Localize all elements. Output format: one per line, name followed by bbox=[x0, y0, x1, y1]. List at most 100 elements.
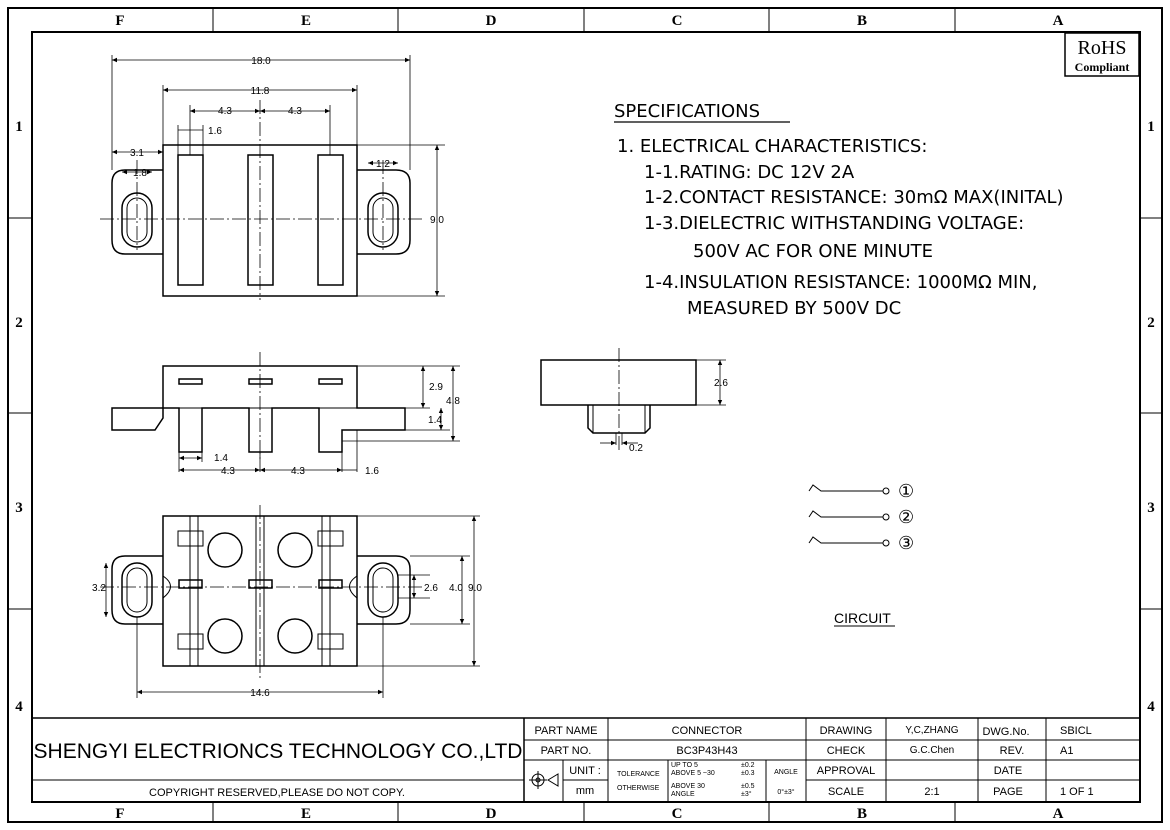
tol-range: ABOVE 30 bbox=[671, 783, 705, 790]
tol-value: ±3° bbox=[741, 790, 752, 798]
dim-label: 2.9 bbox=[429, 382, 443, 393]
col-letter-bottom-b: B bbox=[857, 806, 867, 822]
part-no-value: BC3P43H43 bbox=[676, 745, 737, 757]
unit-label: UNIT : bbox=[569, 765, 601, 777]
scale-value: 2:1 bbox=[924, 786, 939, 798]
dim-label: 9.0 bbox=[468, 583, 482, 594]
col-letter-top-f: F bbox=[115, 13, 124, 29]
col-letter-top-c: C bbox=[672, 13, 683, 29]
tolerance-label: TOLERANCE bbox=[617, 771, 660, 778]
unit-value: mm bbox=[576, 785, 594, 797]
dim-label: 14.6 bbox=[250, 688, 270, 699]
dim-label: 4.3 bbox=[291, 466, 305, 477]
dim-label: 11.8 bbox=[251, 86, 270, 97]
dim-label: 1.8 bbox=[133, 168, 147, 179]
check-label: CHECK bbox=[827, 745, 866, 757]
part-name-label: PART NAME bbox=[535, 725, 598, 737]
dim-label: 4.3 bbox=[221, 466, 235, 477]
tol-range: ABOVE 5 ~30 bbox=[671, 770, 715, 777]
row-number-left-2: 2 bbox=[15, 315, 23, 331]
page-value: 1 OF 1 bbox=[1060, 786, 1094, 798]
circuit-pin-1: ① bbox=[898, 481, 914, 501]
drawing-value: Y,C,ZHANG bbox=[905, 725, 958, 736]
spec-line: 1-3.DIELECTRIC WITHSTANDING VOLTAGE: bbox=[644, 213, 1024, 234]
col-letter-bottom-a: A bbox=[1053, 806, 1064, 822]
spec-line: 500V AC FOR ONE MINUTE bbox=[693, 241, 933, 262]
row-number-left-1: 1 bbox=[15, 119, 23, 135]
approval-label: APPROVAL bbox=[817, 765, 876, 777]
col-letter-top-a: A bbox=[1053, 13, 1064, 29]
drawing-frame bbox=[7, 7, 1163, 823]
col-letter-bottom-c: C bbox=[672, 806, 683, 822]
circuit-label: CIRCUIT bbox=[834, 610, 891, 626]
side-view: 2.9 4.8 1.4 1.4 4.3 4.3 1.6 bbox=[111, 352, 460, 477]
dim-label: 1.6 bbox=[208, 126, 222, 137]
spec-line: 1-4.INSULATION RESISTANCE: 1000MΩ MIN, bbox=[644, 272, 1038, 293]
dim-label: 2.6 bbox=[714, 378, 728, 389]
row-number-left-4: 4 bbox=[15, 699, 23, 715]
tol-value: ±0.2 bbox=[741, 762, 755, 769]
date-label: DATE bbox=[994, 765, 1023, 777]
spec-title: SPECIFICATIONS bbox=[614, 101, 760, 122]
col-letter-bottom-e: E bbox=[301, 806, 311, 822]
angle-label: ANGLE bbox=[774, 769, 798, 776]
tol-range: UP TO 5 bbox=[671, 762, 698, 769]
rohs-title: RoHS bbox=[1078, 37, 1127, 59]
rev-value: A1 bbox=[1060, 745, 1073, 757]
dim-label: 4.3 bbox=[288, 106, 302, 117]
dim-label: 3.1 bbox=[130, 148, 144, 159]
dim-label: 2.6 bbox=[424, 583, 438, 594]
drawing-label: DRAWING bbox=[820, 725, 873, 737]
spec-line: 1-1.RATING: DC 12V 2A bbox=[644, 162, 855, 183]
row-number-right-4: 4 bbox=[1147, 699, 1155, 715]
spec-line: 1-2.CONTACT RESISTANCE: 30mΩ MAX(INITAL) bbox=[644, 187, 1064, 208]
dim-label: 4.0 bbox=[449, 583, 463, 594]
tol-value: ±0.3 bbox=[741, 770, 755, 777]
angle-value: 0°±3° bbox=[777, 788, 794, 796]
row-number-right-1: 1 bbox=[1147, 119, 1155, 135]
part-name-value: CONNECTOR bbox=[672, 725, 743, 737]
projection-symbol-icon bbox=[529, 771, 559, 789]
rohs-subtitle: Compliant bbox=[1075, 60, 1130, 74]
part-no-label: PART NO. bbox=[541, 745, 592, 757]
tol-value: ±0.5 bbox=[741, 783, 755, 790]
dim-label: 1.2 bbox=[376, 159, 390, 170]
end-view: 2.6 0.2 bbox=[540, 348, 728, 454]
dim-label: 3.2 bbox=[92, 583, 106, 594]
tol-range: ANGLE bbox=[671, 791, 695, 798]
row-number-left-3: 3 bbox=[15, 500, 23, 516]
top-view: 18.0 11.8 4.3 4.3 1.6 3.1 1.8 1.2 9.0 bbox=[100, 55, 445, 300]
title-block: SHENGYI ELECTRIONCS TECHNOLOGY CO.,LTD C… bbox=[32, 717, 1140, 802]
col-letter-top-d: D bbox=[486, 13, 497, 29]
dim-label: 9.0 bbox=[430, 215, 444, 226]
dim-label: 1.6 bbox=[365, 466, 379, 477]
company-name: SHENGYI ELECTRIONCS TECHNOLOGY CO.,LTD bbox=[34, 740, 523, 763]
otherwise-label: OTHERWISE bbox=[617, 785, 660, 792]
bottom-view: 3.2 2.6 4.0 9.0 14.6 bbox=[92, 505, 482, 699]
spec-line: 1. ELECTRICAL CHARACTERISTICS: bbox=[617, 136, 927, 157]
scale-label: SCALE bbox=[828, 786, 864, 798]
dim-label: 4.8 bbox=[446, 396, 460, 407]
circuit-pin-2: ② bbox=[898, 507, 914, 527]
col-letter-top-e: E bbox=[301, 13, 311, 29]
spec-line: MEASURED BY 500V DC bbox=[687, 298, 901, 319]
specifications-block: SPECIFICATIONS 1. ELECTRICAL CHARACTERIS… bbox=[614, 101, 1064, 319]
row-number-right-2: 2 bbox=[1147, 315, 1155, 331]
dwg-no-label: DWG.No. bbox=[982, 726, 1029, 738]
dim-label: 1.4 bbox=[214, 453, 228, 464]
dim-label: 18.0 bbox=[251, 56, 271, 67]
dim-label: 1.4 bbox=[428, 415, 442, 426]
row-number-right-3: 3 bbox=[1147, 500, 1155, 516]
col-letter-top-b: B bbox=[857, 13, 867, 29]
page-label: PAGE bbox=[993, 786, 1023, 798]
copyright-note: COPYRIGHT RESERVED,PLEASE DO NOT COPY. bbox=[149, 787, 405, 799]
dim-label: 0.2 bbox=[629, 443, 643, 454]
rohs-badge: RoHS Compliant bbox=[1064, 32, 1140, 77]
dim-label: 4.3 bbox=[218, 106, 232, 117]
col-letter-bottom-d: D bbox=[486, 806, 497, 822]
check-value: G.C.Chen bbox=[910, 745, 954, 756]
circuit-pin-3: ③ bbox=[898, 533, 914, 553]
circuit-diagram: ① ② ③ CIRCUIT bbox=[808, 481, 914, 627]
dwg-no-value: SBICL bbox=[1060, 725, 1092, 737]
